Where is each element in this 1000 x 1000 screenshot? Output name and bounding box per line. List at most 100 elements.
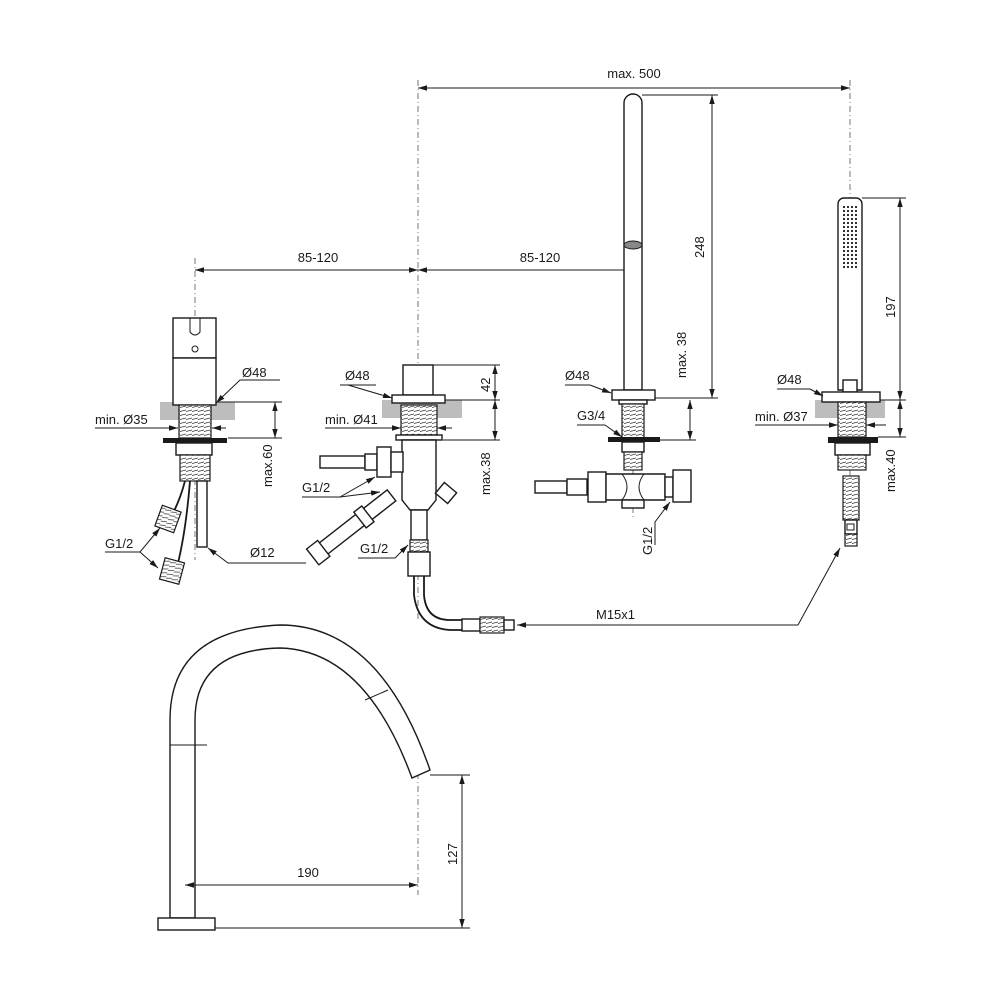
- spray-nozzle-dot: [846, 205, 850, 209]
- spray-nozzle-dot: [850, 229, 854, 233]
- diverter-flange-label: Ø48: [345, 368, 370, 383]
- spout-thread-label: G3/4: [577, 408, 605, 423]
- gooseneck-reach-label: 190: [297, 865, 319, 880]
- spray-nozzle-dot: [846, 261, 850, 265]
- gooseneck-height-label: 127: [445, 843, 460, 865]
- spray-nozzle-dot: [854, 229, 858, 233]
- spray-nozzle-dot: [842, 217, 846, 221]
- hand-shower: 197 max.40 Ø48 min. Ø37: [755, 197, 906, 547]
- spray-nozzle-dot: [846, 257, 850, 261]
- hose-thread-callout: M15x1: [517, 547, 841, 628]
- spray-nozzle-dot: [850, 237, 854, 241]
- mixer-lever: Ø48 min. Ø35 max.60 G1/2 Ø12: [95, 317, 306, 585]
- dimension-overall: max. 500: [418, 66, 850, 91]
- diverter-height-label: 42: [478, 378, 493, 392]
- spray-nozzle-dot: [842, 225, 846, 229]
- spray-nozzle-dot: [850, 217, 854, 221]
- spray-nozzle-dot: [854, 225, 858, 229]
- shower-height-label: 197: [883, 296, 898, 318]
- diverter-inlets-label: G1/2: [302, 480, 330, 495]
- spray-nozzle-dot: [842, 249, 846, 253]
- spray-nozzle-dot: [846, 213, 850, 217]
- spout-flange-label: Ø48: [565, 368, 590, 383]
- spray-nozzle-dot: [846, 237, 850, 241]
- spray-nozzle-dot: [854, 233, 858, 237]
- spray-nozzle-dot: [842, 253, 846, 257]
- spray-nozzle-dot: [850, 209, 854, 213]
- spray-nozzle-dot: [850, 221, 854, 225]
- dimension-spacing: 85-120 85-120: [195, 250, 633, 273]
- spray-nozzle-dot: [854, 249, 858, 253]
- spray-nozzle-dot: [846, 225, 850, 229]
- diverter-hole-label: min. Ø41: [325, 412, 378, 427]
- mixer-tube-label: Ø12: [250, 545, 275, 560]
- spray-nozzle-dot: [846, 217, 850, 221]
- spray-nozzle-dot: [854, 241, 858, 245]
- spray-nozzle-dot: [850, 213, 854, 217]
- spray-nozzle-dot: [850, 253, 854, 257]
- spray-nozzle-dot: [854, 213, 858, 217]
- spray-nozzle-dot: [846, 241, 850, 245]
- diverter-outlet-label: G1/2: [360, 541, 388, 556]
- spray-nozzle-dot: [842, 265, 846, 269]
- spray-nozzle-dot: [854, 217, 858, 221]
- spray-nozzle-dot: [842, 229, 846, 233]
- spray-nozzle-dot: [842, 213, 846, 217]
- spray-nozzle-dot: [854, 253, 858, 257]
- diverter-deck-label: max.38: [478, 452, 493, 495]
- spray-nozzle-dot: [842, 237, 846, 241]
- spray-nozzle-dot: [850, 241, 854, 245]
- spray-nozzle-dot: [854, 261, 858, 265]
- spray-nozzle-dot: [846, 265, 850, 269]
- spray-nozzle-dot: [842, 245, 846, 249]
- spray-nozzle-dot: [850, 249, 854, 253]
- spray-nozzle-dot: [842, 241, 846, 245]
- mixer-hole-label: min. Ø35: [95, 412, 148, 427]
- spout-outlet-label: G1/2: [640, 527, 655, 555]
- shower-deck-label: max.40: [883, 449, 898, 492]
- bath-spout: 248 max. 38 Ø48 G3/4 G1/2: [534, 93, 718, 555]
- spray-nozzle-dot: [846, 221, 850, 225]
- spray-nozzle-dot: [842, 209, 846, 213]
- mixer-deck-label: max.60: [260, 444, 275, 487]
- spray-nozzle-dot: [850, 245, 854, 249]
- spray-nozzle-dot: [854, 205, 858, 209]
- spray-nozzle-dot: [846, 249, 850, 253]
- spray-nozzle-dot: [846, 245, 850, 249]
- shower-hole-label: min. Ø37: [755, 409, 808, 424]
- spacing-right-label: 85-120: [520, 250, 560, 265]
- spray-nozzle-dot: [846, 253, 850, 257]
- spray-nozzle-dot: [850, 265, 854, 269]
- spray-nozzle-dot: [854, 265, 858, 269]
- mixer-flange-label: Ø48: [242, 365, 267, 380]
- centerlines: [184, 80, 851, 930]
- spray-nozzle-dot: [850, 225, 854, 229]
- spray-nozzle-dot: [854, 257, 858, 261]
- spray-nozzle-dot: [846, 209, 850, 213]
- shower-flange-label: Ø48: [777, 372, 802, 387]
- spray-nozzle-dot: [842, 261, 846, 265]
- spray-nozzle-dot: [850, 205, 854, 209]
- spray-nozzle-dot: [846, 233, 850, 237]
- spray-nozzle-dot: [842, 205, 846, 209]
- spray-nozzle-dot: [846, 229, 850, 233]
- spray-nozzle-dot: [850, 261, 854, 265]
- spray-nozzle-dot: [854, 221, 858, 225]
- spray-nozzle-dot: [842, 233, 846, 237]
- spray-nozzle-dot: [850, 233, 854, 237]
- spray-nozzle-dot: [842, 221, 846, 225]
- spray-nozzle-dot: [850, 257, 854, 261]
- spacing-left-label: 85-120: [298, 250, 338, 265]
- hose-thread-label: M15x1: [596, 607, 635, 622]
- diverter: Ø48 min. Ø41 42 max.38 G1/2 G1/2: [302, 364, 515, 634]
- spray-nozzle-dot: [854, 209, 858, 213]
- spout-height-label: 248: [692, 236, 707, 258]
- gooseneck-spout: 127 190: [157, 624, 470, 931]
- overall-width-label: max. 500: [607, 66, 660, 81]
- spray-nozzle-dot: [854, 237, 858, 241]
- mixer-inlets-label: G1/2: [105, 536, 133, 551]
- spray-nozzle-dot: [854, 245, 858, 249]
- spray-face: [842, 205, 858, 269]
- spout-shank-label: max. 38: [674, 332, 689, 378]
